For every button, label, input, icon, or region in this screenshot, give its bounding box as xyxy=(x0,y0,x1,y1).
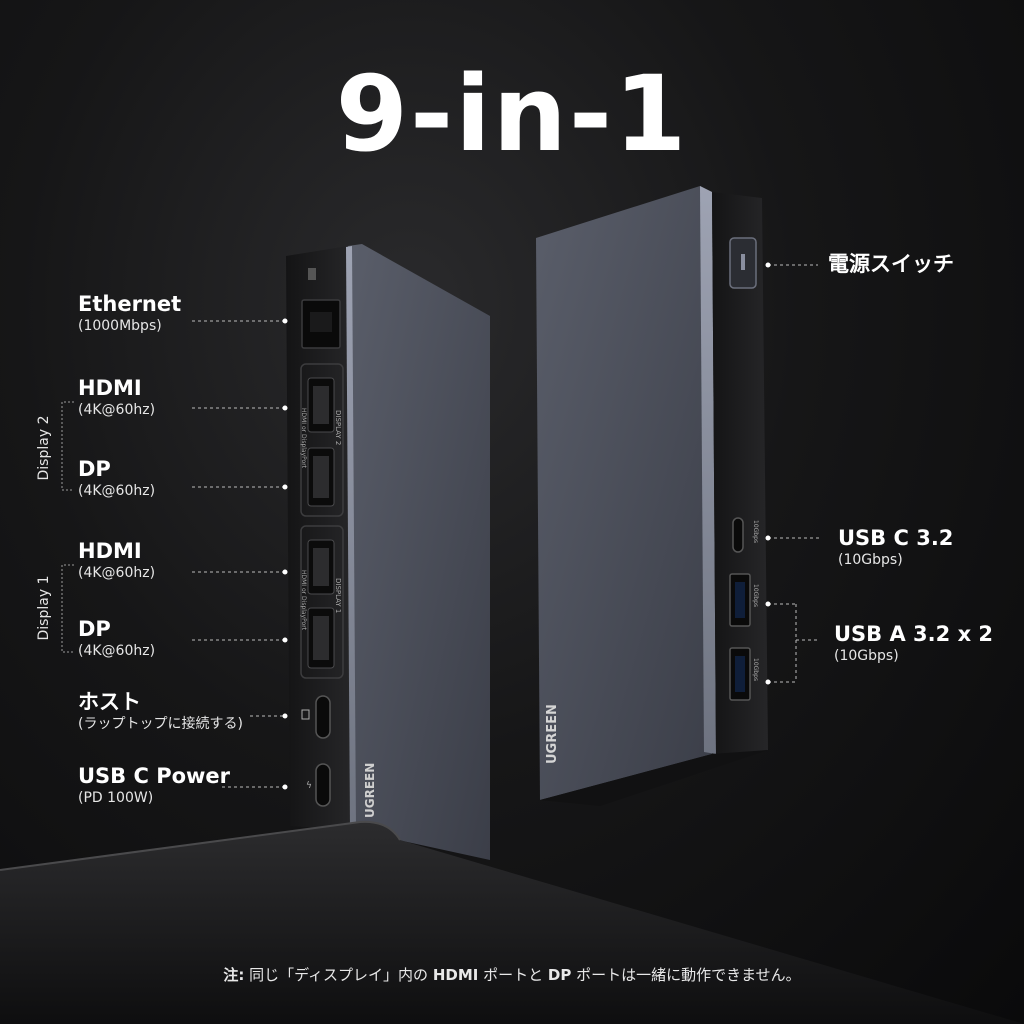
host-usbc-port xyxy=(315,695,331,739)
right-dock: 10Gbps 10Gbps 10Gbps UGREEN xyxy=(536,186,768,806)
leader-lines-left xyxy=(192,320,285,788)
footnote-hdmi: HDMI xyxy=(432,966,479,984)
label-hdmi1-main: HDMI xyxy=(78,539,142,563)
footnote-text-1: 同じ「ディスプレイ」内の xyxy=(244,966,433,984)
footnote-text-2: ポートと xyxy=(478,966,548,984)
label-usbc32: USB C 3.2 (10Gbps) xyxy=(838,526,953,569)
label-dp1: DP (4K@60hz) xyxy=(78,617,155,660)
leader-lines-right xyxy=(768,264,822,683)
headline-title: 9-in-1 xyxy=(335,53,689,175)
group-brackets xyxy=(61,401,74,653)
label-dp1-main: DP xyxy=(78,617,111,641)
footnote-text-3: ポートは一緒に動作できません。 xyxy=(571,966,801,984)
left-dock: ϟ DISPLAY 2 DISPLAY 1 HDMI or DisplayPor… xyxy=(286,244,490,860)
label-host: ホスト (ラップトップに接続する) xyxy=(78,690,243,733)
label-dp2: DP (4K@60hz) xyxy=(78,457,155,500)
hdmi-or-dp-text-1: HDMI or DisplayPort xyxy=(300,570,307,631)
label-hdmi2-sub: (4K@60hz) xyxy=(78,402,156,419)
label-ethernet: Ethernet (1000Mbps) xyxy=(78,292,181,335)
label-usbc-power-main: USB C Power xyxy=(78,764,231,788)
label-usbc32-sub: (10Gbps) xyxy=(838,552,903,569)
speed-text-usba-1: 10Gbps xyxy=(752,584,759,607)
label-dp2-sub: (4K@60hz) xyxy=(78,483,156,500)
label-hdmi1: HDMI (4K@60hz) xyxy=(78,539,155,582)
usbc32-port xyxy=(732,517,744,553)
brand-logo-right: UGREEN xyxy=(545,704,560,764)
brand-logo-left: UGREEN xyxy=(363,763,377,818)
label-ethernet-sub: (1000Mbps) xyxy=(78,318,162,335)
group-display1-label: Display 1 xyxy=(36,575,52,641)
power-usbc-port xyxy=(315,763,331,807)
label-host-main: ホスト xyxy=(78,690,141,714)
footnote-prefix: 注: xyxy=(223,966,245,984)
label-usbc-power: USB C Power (PD 100W) xyxy=(78,764,230,807)
label-ethernet-main: Ethernet xyxy=(78,292,182,316)
speed-text-usba-2: 10Gbps xyxy=(752,658,759,681)
speed-text-usbc: 10Gbps xyxy=(752,520,759,543)
svg-text:ϟ: ϟ xyxy=(306,781,312,791)
label-power-switch: 電源スイッチ xyxy=(828,252,954,277)
label-hdmi2-main: HDMI xyxy=(78,376,142,400)
display1-side-text: DISPLAY 1 xyxy=(334,578,342,613)
footnote: 注: 同じ「ディスプレイ」内の HDMI ポートと DP ポートは一緒に動作でき… xyxy=(0,964,1024,985)
usba-port-1 xyxy=(729,573,751,627)
group-display2-label: Display 2 xyxy=(36,415,52,481)
label-hdmi1-sub: (4K@60hz) xyxy=(78,565,156,582)
label-dp1-sub: (4K@60hz) xyxy=(78,643,156,660)
usba-port-2 xyxy=(729,647,751,701)
hdmi-or-dp-text-2: HDMI or DisplayPort xyxy=(300,408,307,469)
label-power-switch-main: 電源スイッチ xyxy=(828,252,954,276)
label-dp2-main: DP xyxy=(78,457,111,481)
laptop-foreground xyxy=(0,821,1024,1024)
label-usba32: USB A 3.2 x 2 (10Gbps) xyxy=(834,622,993,665)
label-usbc32-main: USB C 3.2 xyxy=(838,526,954,550)
label-host-sub: (ラップトップに接続する) xyxy=(78,716,243,733)
label-usbc-power-sub: (PD 100W) xyxy=(78,790,154,807)
footnote-dp: DP xyxy=(547,966,572,984)
label-usba32-sub: (10Gbps) xyxy=(834,648,899,665)
label-hdmi2: HDMI (4K@60hz) xyxy=(78,376,155,419)
label-usba32-main: USB A 3.2 x 2 xyxy=(834,622,994,646)
display2-side-text: DISPLAY 2 xyxy=(334,410,342,445)
